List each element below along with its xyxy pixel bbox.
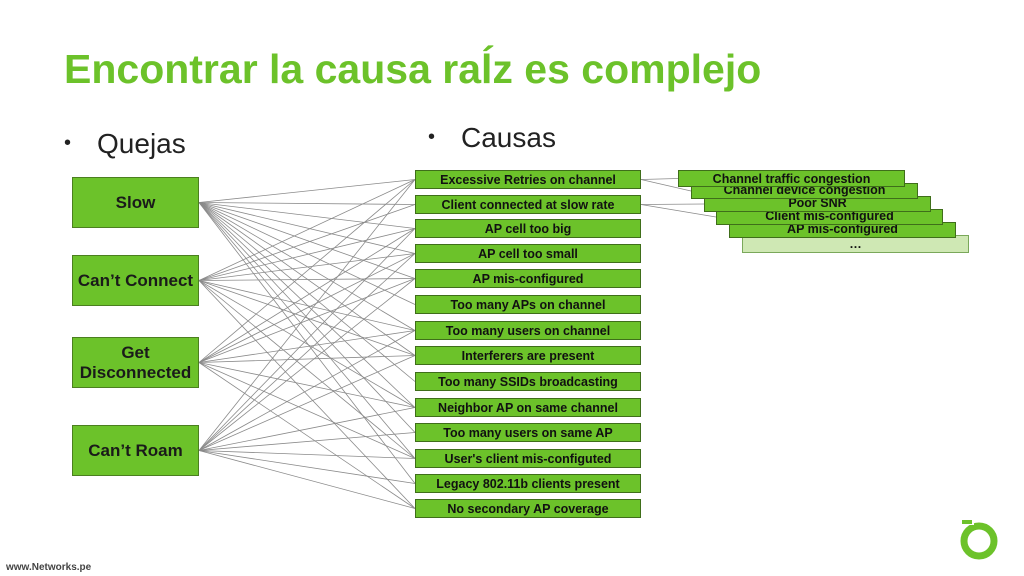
page-title: Encontrar la causa raĺz es complejo — [64, 46, 762, 92]
cause-subcause-line — [640, 179, 692, 192]
complaint-cause-line — [198, 228, 416, 451]
cause-too-many-users-ap: Too many users on same AP — [415, 423, 641, 442]
complaint-cause-line — [198, 253, 416, 363]
cause-ap-cell-too-big: AP cell too big — [415, 219, 641, 238]
complaint-slow: Slow — [72, 177, 199, 228]
complaint-cause-line — [198, 253, 416, 451]
complaint-cause-line — [198, 450, 416, 484]
complaint-cause-line — [198, 362, 416, 408]
complaint-cause-line — [198, 202, 416, 305]
complaint-cause-line — [198, 179, 416, 363]
cause-subcause-line — [640, 204, 717, 218]
complaint-cause-line — [198, 330, 416, 451]
cause-subcause-line — [640, 178, 679, 180]
complaint-cause-line — [198, 202, 416, 356]
complaint-cause-line — [198, 280, 416, 356]
cause-ap-cell-too-small: AP cell too small — [415, 244, 641, 263]
complaints-heading-label: Quejas — [97, 128, 186, 159]
complaint-cause-line — [198, 450, 416, 459]
footer-url: www.Networks.pe — [6, 562, 92, 573]
complaint-cause-line — [198, 407, 416, 451]
complaint-cause-line — [198, 228, 416, 363]
cause-legacy-clients: Legacy 802.11b clients present — [415, 474, 641, 493]
bullet-icon: • — [428, 126, 436, 148]
complaints-heading: • Quejas — [64, 128, 186, 160]
cause-too-many-aps: Too many APs on channel — [415, 295, 641, 314]
complaint-cause-line — [198, 179, 416, 203]
complaint-cause-line — [198, 278, 416, 363]
cause-ap-misconfigured: AP mis-configured — [415, 269, 641, 288]
cause-no-secondary-ap: No secondary AP coverage — [415, 499, 641, 518]
cause-subcause-line — [640, 203, 705, 205]
cause-slow-rate: Client connected at slow rate — [415, 195, 641, 214]
complaint-cause-line — [198, 253, 416, 281]
complaint-cause-line — [198, 432, 416, 451]
complaint-cause-line — [198, 202, 416, 484]
cause-too-many-users-channel: Too many users on channel — [415, 321, 641, 340]
complaint-cause-line — [198, 362, 416, 459]
complaint-cause-line — [198, 280, 416, 459]
brand-logo-icon — [960, 519, 998, 560]
complaint-cause-line — [198, 202, 416, 459]
cause-excessive-retries: Excessive Retries on channel — [415, 170, 641, 189]
complaint-cause-line — [198, 202, 416, 205]
complaint-cant-roam: Can’t Roam — [72, 425, 199, 476]
complaint-cause-line — [198, 202, 416, 408]
complaint-cause-line — [198, 202, 416, 382]
cause-neighbor-ap: Neighbor AP on same channel — [415, 398, 641, 417]
complaint-cause-line — [198, 202, 416, 254]
complaint-cause-line — [198, 179, 416, 281]
cause-client-misconfigured: User's client mis-configuted — [415, 449, 641, 468]
complaint-cause-line — [198, 202, 416, 433]
causes-heading-label: Causas — [461, 122, 556, 153]
complaint-cause-line — [198, 280, 416, 509]
cause-interferers: Interferers are present — [415, 346, 641, 365]
bullet-icon: • — [64, 132, 72, 154]
complaint-cant-connect: Can’t Connect — [72, 255, 199, 306]
causes-heading: • Causas — [428, 122, 556, 154]
complaint-cause-line — [198, 202, 416, 331]
complaint-cause-line — [198, 278, 416, 281]
complaint-cause-line — [198, 280, 416, 331]
complaint-cause-line — [198, 355, 416, 451]
cause-too-many-ssids: Too many SSIDs broadcasting — [415, 372, 641, 391]
sub-cause-traffic-congestion: Channel traffic congestion — [678, 170, 905, 187]
complaint-cause-line — [198, 278, 416, 451]
complaint-cause-line — [198, 450, 416, 509]
complaint-cause-line — [198, 280, 416, 408]
sub-cause-client-misconfigured: Client mis-configured — [716, 209, 943, 225]
complaint-cause-line — [198, 179, 416, 451]
complaint-cause-line — [198, 362, 416, 509]
complaint-get-disconnected: Get Disconnected — [72, 337, 199, 388]
complaint-cause-line — [198, 228, 416, 281]
complaint-cause-line — [198, 355, 416, 363]
complaint-cause-line — [198, 204, 416, 281]
complaint-cause-line — [198, 330, 416, 363]
